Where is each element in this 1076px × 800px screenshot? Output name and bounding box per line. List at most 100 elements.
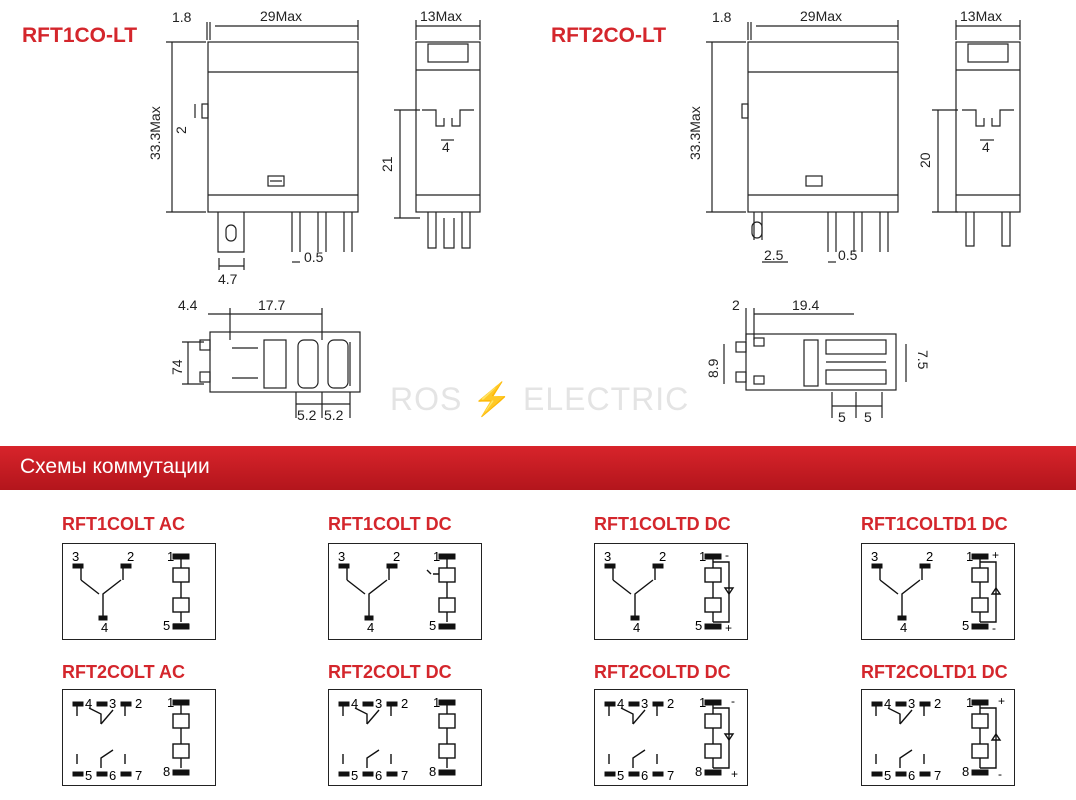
polarity-label: + <box>998 694 1005 708</box>
pin-label: 7 <box>934 768 941 783</box>
pin-label: 4 <box>900 620 907 635</box>
pin-label: 1 <box>699 549 706 564</box>
pin-label: 8 <box>429 764 436 779</box>
scheme-title: RFT1COLTD1 DC <box>861 514 1008 534</box>
schematic-1co-dc: 3 2 1 4 5 <box>328 543 482 640</box>
pin-label: 4 <box>617 696 624 711</box>
dim-right-length: 29Max <box>800 8 842 24</box>
pin-label: 2 <box>667 696 674 711</box>
pin-label: 1 <box>167 549 174 564</box>
pin-label: 1 <box>966 549 973 564</box>
polarity-label: - <box>992 621 996 635</box>
pin-label: 4 <box>633 620 640 635</box>
pin-label: 2 <box>934 696 941 711</box>
polarity-label: - <box>731 694 735 708</box>
pin-label: 1 <box>167 695 174 710</box>
pin-label: 4 <box>367 620 374 635</box>
model-title-right: RFT2CO-LT <box>551 24 667 47</box>
pin-label: 2 <box>659 549 666 564</box>
dim-right-bottom-height: 8.9 <box>705 358 721 378</box>
pin-label: 3 <box>641 696 648 711</box>
pin-label: 8 <box>163 764 170 779</box>
scheme-title: RFT1COLTD DC <box>594 514 731 534</box>
schematic-1co-ac: 3 2 1 4 5 <box>62 543 216 640</box>
schematic-2cotd-dc: 4 3 2 1 5 6 7 8 - + <box>594 689 748 786</box>
pin-label: 5 <box>163 618 170 633</box>
dim-left-pin-height: 21 <box>379 156 395 172</box>
pin-label: 2 <box>135 696 142 711</box>
dim-right-bottom-pitch-1: 5 <box>838 409 846 425</box>
dim-right-bottom-pitch-2: 5 <box>864 409 872 425</box>
dim-right-bottom-length: 19.4 <box>792 297 819 313</box>
pin-label: 2 <box>401 696 408 711</box>
drawing-left: 1.8 29Max 13Max 33.3Max 2 21 4 4.7 0.5 4… <box>147 8 481 423</box>
dim-right-offset: 1.8 <box>712 9 732 25</box>
dim-left-pin-gap: 4 <box>442 139 450 155</box>
pin-label: 6 <box>641 768 648 783</box>
polarity-label: - <box>998 767 1002 781</box>
dim-left-bottom-offset: 4.4 <box>178 297 198 313</box>
pin-label: 3 <box>375 696 382 711</box>
pin-label: 3 <box>109 696 116 711</box>
scheme-title: RFT2COLT DC <box>328 662 452 682</box>
schematic-1cotd1-dc: 3 2 1 4 5 + - <box>861 543 1015 640</box>
pin-label: 6 <box>908 768 915 783</box>
dim-right-pin-width: 2.5 <box>764 247 784 263</box>
polarity-label: + <box>725 621 732 635</box>
scheme-title: RFT1COLT AC <box>62 514 185 534</box>
dim-left-width: 13Max <box>420 8 462 24</box>
polarity-label: + <box>992 548 999 562</box>
pin-label: 4 <box>884 696 891 711</box>
pin-label: 1 <box>699 695 706 710</box>
pin-label: 8 <box>962 764 969 779</box>
pin-label: 3 <box>72 549 79 564</box>
pin-label: 6 <box>109 768 116 783</box>
pin-label: 7 <box>135 768 142 783</box>
scheme-title: RFT2COLTD DC <box>594 662 731 682</box>
dim-left-pin-width: 4.7 <box>218 271 238 287</box>
watermark: ROS ⚡ ELECTRIC <box>390 381 690 417</box>
pin-label: 2 <box>393 549 400 564</box>
pin-label: 8 <box>695 764 702 779</box>
drawing-right: 1.8 29Max 13Max 33.3Max 20 4 2.5 0.5 2 1… <box>687 8 1021 425</box>
dim-right-width: 13Max <box>960 8 1002 24</box>
dim-right-bottom-offset: 2 <box>732 297 740 313</box>
dim-left-offset: 1.8 <box>172 9 192 25</box>
pin-label: 1 <box>966 695 973 710</box>
pin-label: 1 <box>433 695 440 710</box>
pin-label: 5 <box>429 618 436 633</box>
pin-label: 5 <box>884 768 891 783</box>
pin-label: 4 <box>101 620 108 635</box>
pin-label: 7 <box>667 768 674 783</box>
scheme-title: RFT2COLT AC <box>62 662 185 682</box>
dim-left-length: 29Max <box>260 8 302 24</box>
dim-left-bottom-pitch-2: 5.2 <box>324 407 344 423</box>
dim-right-pin-thickness: 0.5 <box>838 247 858 263</box>
pin-label: 5 <box>962 618 969 633</box>
polarity-label: + <box>731 767 738 781</box>
dim-right-pin-gap: 4 <box>982 139 990 155</box>
pin-label: 3 <box>604 549 611 564</box>
scheme-title: RFT2COLTD1 DC <box>861 662 1008 682</box>
dim-right-bottom-height-2: 7.5 <box>915 350 931 370</box>
dim-left-bottom-length: 17.7 <box>258 297 285 313</box>
dim-left-bottom-pitch-1: 5.2 <box>297 407 317 423</box>
polarity-label: - <box>725 548 729 562</box>
pin-label: 7 <box>401 768 408 783</box>
section-banner: Схемы коммутации <box>0 446 1076 490</box>
pin-label: 4 <box>85 696 92 711</box>
pin-label: 2 <box>127 549 134 564</box>
scheme-title: RFT1COLT DC <box>328 514 452 534</box>
pin-label: 2 <box>926 549 933 564</box>
schematic-2co-ac: 4 3 2 1 5 6 7 8 <box>62 689 216 786</box>
section-title: Схемы коммутации <box>20 455 210 478</box>
pin-label: 6 <box>375 768 382 783</box>
dim-right-pin-height: 20 <box>917 152 933 168</box>
pin-label: 5 <box>85 768 92 783</box>
dim-left-pin-thickness: 0.5 <box>304 249 324 265</box>
pin-label: 1 <box>433 549 440 564</box>
pin-label: 3 <box>338 549 345 564</box>
dim-left-bottom-height: 74 <box>169 359 185 375</box>
dim-left-height: 33.3Max <box>147 106 163 160</box>
pin-label: 5 <box>695 618 702 633</box>
